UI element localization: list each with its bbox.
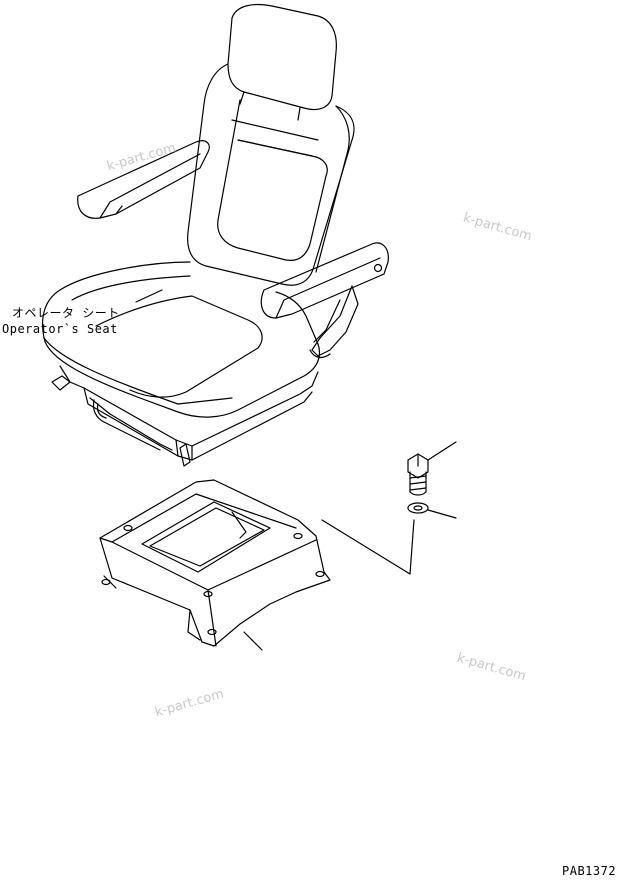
headrest [227,3,337,111]
operator-seat [41,3,389,467]
slide-lever [92,399,161,451]
seat-base [59,365,319,447]
seat-cushion [41,261,321,418]
left-armrest [77,140,210,219]
headrest-posts [239,91,301,121]
armrest-bracket [311,285,359,357]
leader-lines [135,289,457,651]
right-armrest [260,242,389,319]
bracket-opening [141,501,271,573]
backrest-panel [217,99,328,261]
seat-label-japanese: オペレータ シート [12,306,120,320]
seat-label-english: Operator`s Seat [2,322,118,336]
washer [407,502,429,514]
mounting-bolt [407,453,429,496]
backrest [187,63,355,286]
seat-support-bracket [99,479,331,647]
drawing-code: PAB1372 [562,864,617,878]
